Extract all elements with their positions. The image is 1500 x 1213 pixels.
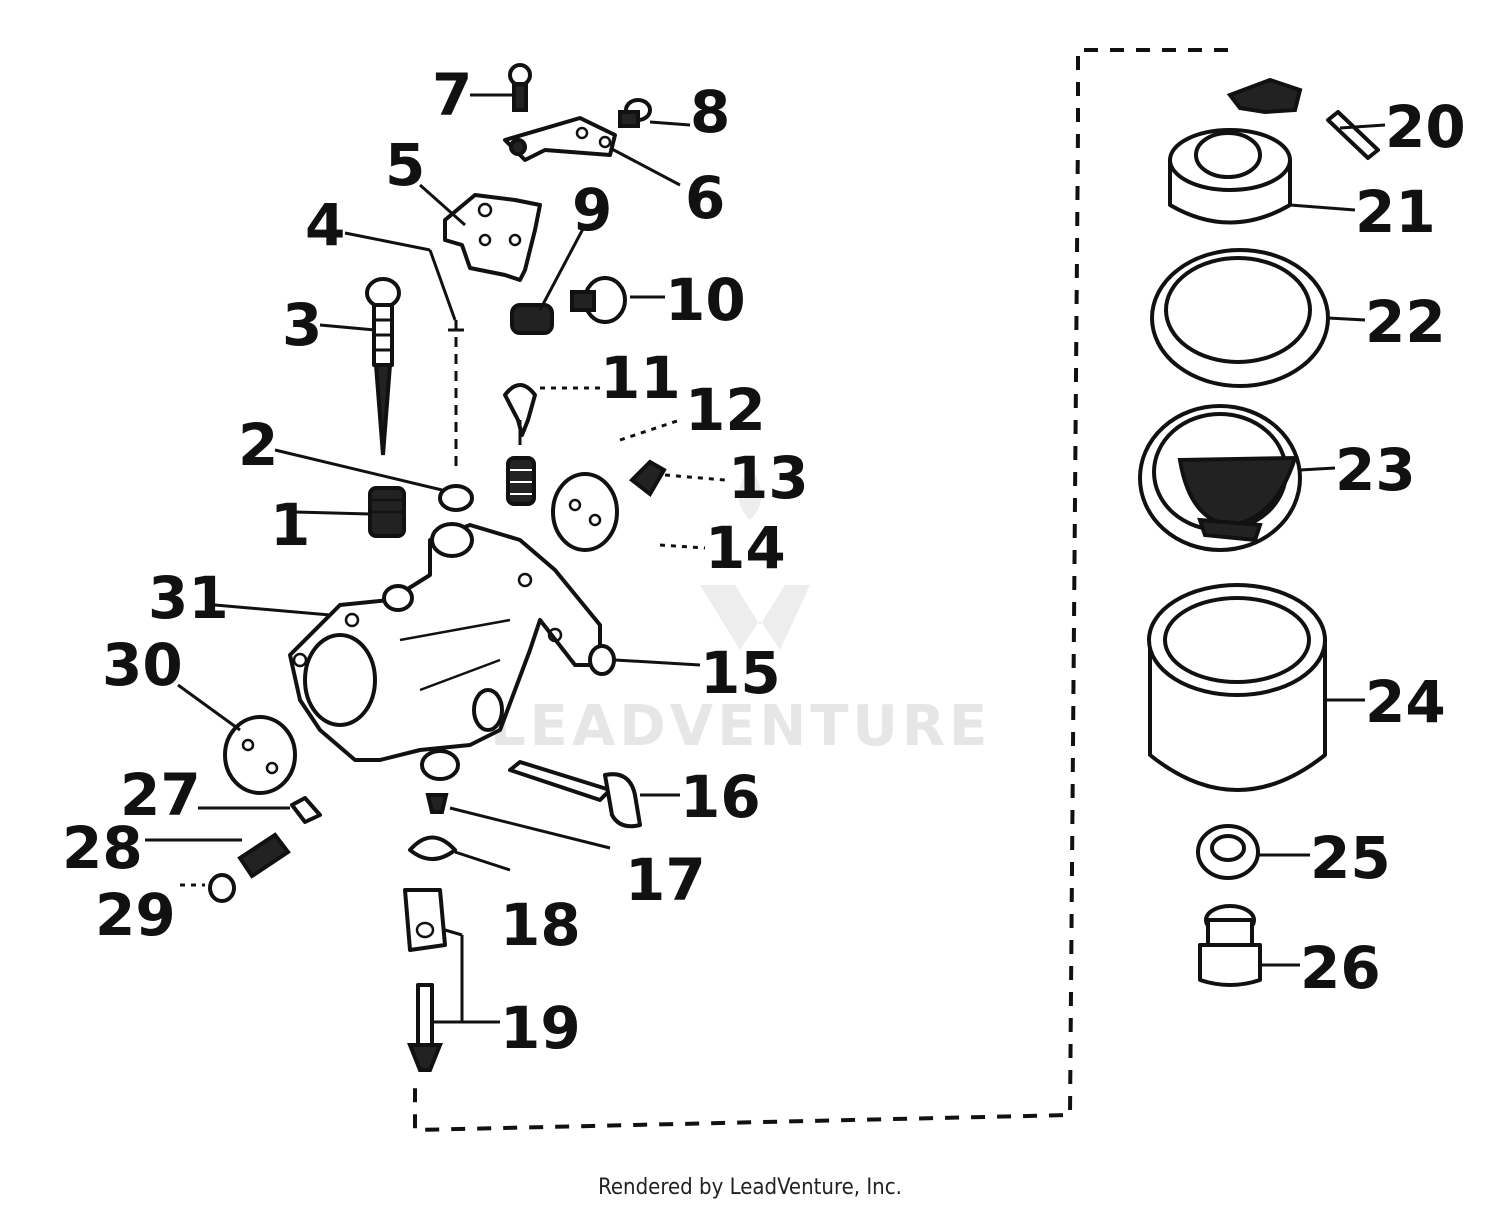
footer-credit: Rendered by LeadVenture, Inc. xyxy=(598,1175,902,1200)
part-4-rod xyxy=(448,320,464,470)
callout-labels: 1 2 3 4 5 6 7 8 9 10 11 12 13 14 15 16 1… xyxy=(62,61,1466,1062)
callout-19: 19 xyxy=(500,994,581,1062)
part-3-needle xyxy=(365,277,401,456)
callout-22: 22 xyxy=(1365,288,1446,356)
part-23-bowl-cover xyxy=(1138,404,1302,552)
watermark: LEADVENTURE xyxy=(490,694,991,759)
part-6-lever xyxy=(503,116,617,162)
part-5-bracket xyxy=(443,193,542,282)
part-10-screw xyxy=(570,276,627,324)
callout-30: 30 xyxy=(102,631,183,699)
callout-4: 4 xyxy=(305,191,345,259)
part-22-gasket xyxy=(1150,248,1330,388)
leader-lines xyxy=(145,93,1386,1024)
part-28-spring xyxy=(237,832,291,879)
bowl-group-boundary xyxy=(413,48,1228,1133)
part-26-bowl-nut xyxy=(1198,904,1262,987)
part-27-screw xyxy=(290,796,322,824)
callout-2: 2 xyxy=(238,411,278,479)
callout-31: 31 xyxy=(148,564,229,632)
part-1-jet xyxy=(368,486,406,538)
callout-7: 7 xyxy=(432,61,472,129)
part-17-seat xyxy=(425,793,449,814)
callout-27: 27 xyxy=(120,761,201,829)
callout-16: 16 xyxy=(680,763,761,831)
part-20-pin xyxy=(1326,110,1380,160)
part-15-bushing xyxy=(588,644,616,676)
callout-26: 26 xyxy=(1300,934,1381,1002)
part-7-screw xyxy=(508,63,532,112)
callout-1: 1 xyxy=(270,491,310,559)
part-25-washer xyxy=(1196,824,1260,880)
callout-5: 5 xyxy=(385,131,425,199)
part-31-carburetor-body xyxy=(288,522,602,781)
part-12-spring xyxy=(506,456,536,506)
watermark-logo xyxy=(700,475,810,650)
callout-29: 29 xyxy=(95,881,176,949)
part-8-nut xyxy=(618,98,652,128)
part-13-screw xyxy=(628,459,667,497)
callout-28: 28 xyxy=(62,814,143,882)
part-16-shaft xyxy=(508,760,642,829)
callout-24: 24 xyxy=(1365,668,1446,736)
callout-18: 18 xyxy=(500,891,581,959)
callout-15: 15 xyxy=(700,639,781,707)
callout-6: 6 xyxy=(685,164,725,232)
part-29-ring xyxy=(208,873,236,903)
callout-20: 20 xyxy=(1385,93,1466,161)
callout-12: 12 xyxy=(685,376,766,444)
part-18-washer xyxy=(408,835,457,861)
callout-23: 23 xyxy=(1335,436,1416,504)
callout-10: 10 xyxy=(665,266,746,334)
part-30-plate xyxy=(223,715,297,795)
part-2-washer xyxy=(438,484,474,512)
part-19-valve xyxy=(403,888,447,1072)
callout-8: 8 xyxy=(690,78,730,146)
callout-9: 9 xyxy=(572,176,612,244)
callout-11: 11 xyxy=(600,344,681,412)
callout-13: 13 xyxy=(728,444,809,512)
part-11-valve xyxy=(503,383,537,445)
part-21-float xyxy=(1168,77,1303,225)
callout-3: 3 xyxy=(282,291,322,359)
callout-14: 14 xyxy=(705,514,786,582)
part-9-spring xyxy=(510,303,554,335)
callout-21: 21 xyxy=(1355,178,1436,246)
callout-25: 25 xyxy=(1310,824,1391,892)
part-14-plate xyxy=(551,472,619,552)
callout-17: 17 xyxy=(625,846,706,914)
part-24-bowl xyxy=(1147,583,1327,792)
